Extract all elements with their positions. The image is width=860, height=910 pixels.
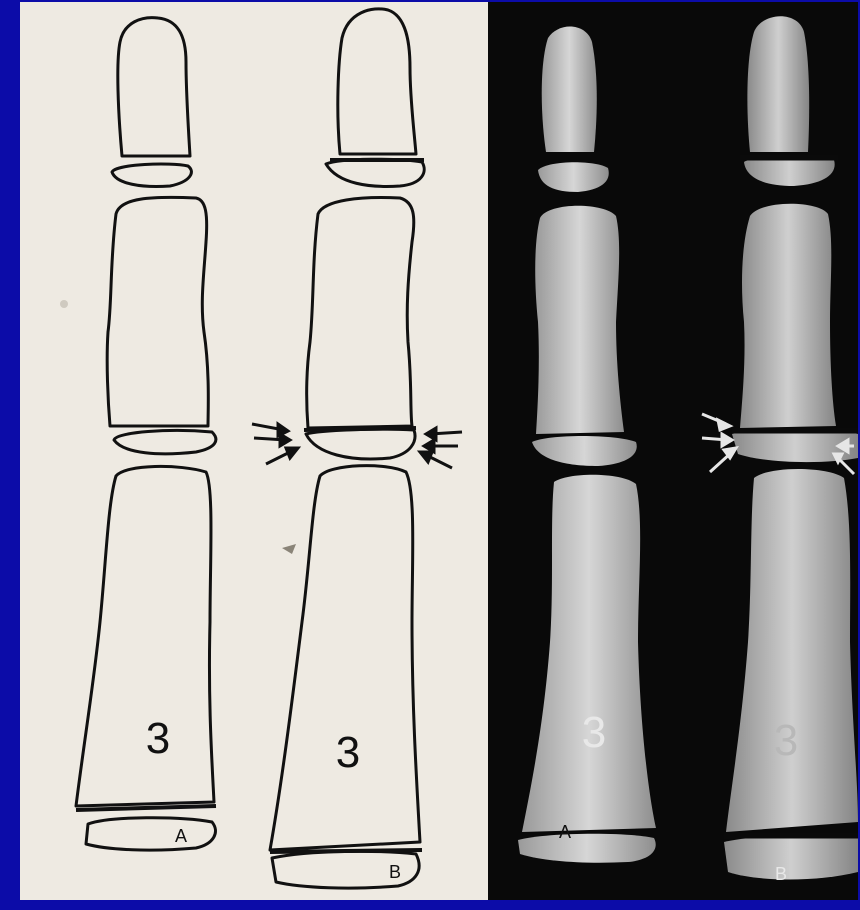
drawing-a-number: 3 xyxy=(128,714,188,764)
middle-phalanx-a xyxy=(107,197,208,426)
finger-drawings xyxy=(20,2,488,900)
physis-line-b-middle xyxy=(304,428,416,430)
middle-epiphysis-b xyxy=(306,429,415,459)
scanned-figure: 3 3 A B xyxy=(20,2,858,900)
distal-epiphysis-b xyxy=(326,159,424,186)
xray-middle-a xyxy=(535,206,624,434)
xray-b-number: 3 xyxy=(756,716,816,766)
drawing-a-letter: A xyxy=(166,826,196,847)
xray-proximal-b xyxy=(726,469,858,832)
drawing-b-letter: B xyxy=(380,862,410,883)
distal-epiphysis-a xyxy=(112,164,191,186)
drawing-panel: 3 3 A B xyxy=(20,2,488,900)
xray-middle-b xyxy=(740,204,836,428)
distal-phalanx-b xyxy=(338,9,416,154)
xray-b-letter: B xyxy=(766,864,796,885)
distal-phalanx-a xyxy=(118,18,190,156)
xray-middle-epi-a xyxy=(532,436,637,466)
middle-phalanx-b xyxy=(307,198,414,428)
middle-epiphysis-a xyxy=(114,430,216,453)
proximal-epiphysis-a xyxy=(86,818,215,850)
xray-distal-a xyxy=(542,26,597,152)
xray-a-letter: A xyxy=(550,822,580,843)
xray-distal-epi-a xyxy=(538,162,609,192)
physis-line-b-proximal xyxy=(270,850,422,852)
proximal-phalanx-b xyxy=(270,466,420,850)
xray-a-number: 3 xyxy=(564,708,624,758)
xray-proximal-a xyxy=(522,475,656,832)
xray-distal-b xyxy=(747,16,809,152)
xray-proximal-epi-a xyxy=(518,834,656,863)
xray-panel: 3 3 A B xyxy=(488,2,858,900)
drawing-b-number: 3 xyxy=(318,728,378,778)
